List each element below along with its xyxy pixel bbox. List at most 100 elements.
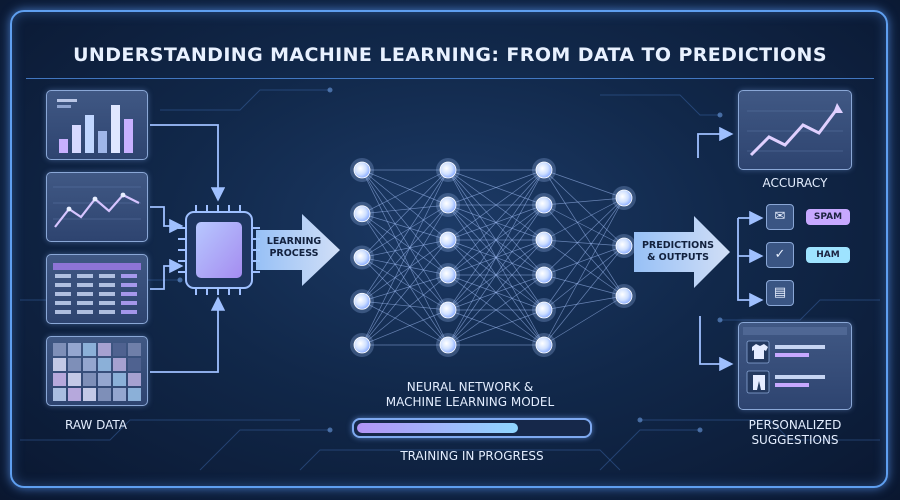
data-table-panel <box>46 254 148 324</box>
outer-frame <box>10 10 888 488</box>
neuron-node <box>353 336 371 354</box>
neuron-node <box>439 266 457 284</box>
line-chart-icon <box>53 186 141 228</box>
image-tile <box>53 388 66 401</box>
input-arrow-images <box>150 296 226 373</box>
table-cell <box>77 310 93 314</box>
image-tile <box>113 373 126 386</box>
learning-process-arrow <box>256 214 340 286</box>
neuron-node <box>353 161 371 179</box>
table-cell <box>121 301 137 305</box>
output-arrow-suggestions <box>699 316 734 372</box>
neuron-node <box>535 266 553 284</box>
training-progress-fill <box>357 423 518 433</box>
ham-tag: HAM <box>806 247 850 263</box>
table-icon <box>53 263 141 314</box>
image-tile <box>83 373 96 386</box>
image-tile <box>113 388 126 401</box>
input-arrow-table <box>150 258 184 290</box>
neuron-node <box>353 205 371 223</box>
table-cell <box>99 310 115 314</box>
neuron-node <box>353 249 371 266</box>
table-cell <box>55 301 71 305</box>
circuit-trace <box>600 94 720 116</box>
raw-data-label: RAW DATA <box>65 418 127 432</box>
table-cell <box>121 292 137 296</box>
table-cell <box>55 292 71 296</box>
table-cell <box>55 274 71 278</box>
suggestions-panel <box>738 322 852 410</box>
image-tile <box>83 343 96 356</box>
image-tile <box>98 388 111 401</box>
neuron-node <box>615 237 633 255</box>
image-tile <box>98 358 111 371</box>
image-grid-icon <box>53 343 141 401</box>
neuron-node <box>439 196 457 214</box>
check-icon: ✓ <box>766 242 794 268</box>
neuron-node <box>535 231 553 249</box>
trend-up-icon <box>747 103 843 157</box>
bar-chart-panel <box>46 90 148 160</box>
table-cell <box>99 301 115 305</box>
image-tile <box>128 358 141 371</box>
image-tile <box>128 388 141 401</box>
circuit-trace <box>299 449 621 471</box>
table-cell <box>99 283 115 287</box>
image-tile <box>68 343 81 356</box>
image-tile <box>53 343 66 356</box>
circuit-node <box>327 87 333 93</box>
input-arrow-linechart <box>150 206 184 234</box>
image-tile <box>53 358 66 371</box>
neuron-node <box>535 196 553 214</box>
table-cell <box>55 283 71 287</box>
network-nodes <box>350 158 636 357</box>
input-arrow-barchart <box>150 124 226 202</box>
neuron-node <box>439 231 457 249</box>
circuit-node <box>177 277 183 283</box>
image-tile <box>98 373 111 386</box>
spam-tag: SPAM <box>806 209 850 225</box>
image-tile <box>113 358 126 371</box>
table-cell <box>121 274 137 278</box>
product-list-icon <box>743 327 847 394</box>
table-cell <box>121 283 137 287</box>
table-cell <box>77 301 93 305</box>
circuit-trace <box>160 89 330 111</box>
image-grid-panel <box>46 336 148 406</box>
circuit-trace <box>20 419 300 441</box>
output-arrow-document <box>737 218 764 308</box>
image-tile <box>128 343 141 356</box>
table-cell <box>99 274 115 278</box>
predictions-outputs-label: PREDICTIONS& OUTPUTS <box>641 240 715 263</box>
neuron-node <box>615 189 633 207</box>
image-tile <box>83 358 96 371</box>
table-header <box>53 263 141 270</box>
neuron-node <box>353 292 371 310</box>
neuron-node <box>615 287 633 305</box>
table-cell <box>55 310 71 314</box>
circuit-node <box>637 417 643 423</box>
bar-chart-icon <box>57 99 133 153</box>
table-cell <box>77 292 93 296</box>
neuron-node <box>535 336 553 354</box>
accuracy-panel <box>738 90 852 170</box>
image-tile <box>53 373 66 386</box>
circuit-trace <box>720 299 880 321</box>
image-tile <box>98 343 111 356</box>
neuron-node <box>535 161 553 179</box>
image-tile <box>68 373 81 386</box>
image-tile <box>113 343 126 356</box>
network-label: NEURAL NETWORK &MACHINE LEARNING MODEL <box>385 380 555 409</box>
circuit-node <box>697 427 703 433</box>
neuron-node <box>439 336 457 354</box>
circuit-trace <box>199 429 330 471</box>
table-cell <box>99 292 115 296</box>
network-connections <box>361 169 625 346</box>
processor-chip-icon <box>178 205 260 295</box>
output-arrow-accuracy <box>697 126 734 158</box>
